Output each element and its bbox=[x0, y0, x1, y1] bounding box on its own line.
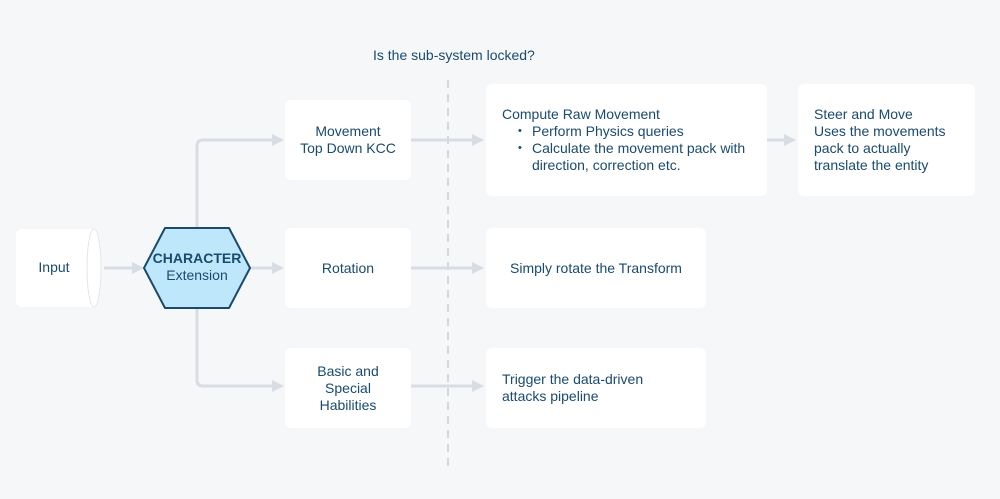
rotation-label: Rotation bbox=[321, 259, 375, 276]
steer-line3: translate the entity bbox=[814, 157, 929, 173]
compute-title: Compute Raw Movement bbox=[502, 106, 660, 122]
compute-node: Compute Raw Movement Perform Physics que… bbox=[486, 84, 767, 196]
rotation-node: Rotation bbox=[285, 228, 411, 308]
input-cylinder bbox=[16, 228, 102, 308]
trigger-node: Trigger the data-driven attacks pipeline bbox=[486, 348, 706, 428]
compute-bullet-1-line1: Perform Physics queries bbox=[532, 123, 684, 139]
character-title: CHARACTER bbox=[152, 250, 242, 266]
abilities-node: Basic and Special Habilities bbox=[285, 348, 411, 428]
compute-bullets: Perform Physics queries Calculate the mo… bbox=[502, 123, 753, 174]
rotate-label: Simply rotate the Transform bbox=[510, 259, 682, 276]
character-subtitle: Extension bbox=[166, 267, 228, 283]
trigger-line1: Trigger the data-driven bbox=[502, 371, 644, 387]
compute-bullet-2: Calculate the movement pack with directi… bbox=[502, 140, 753, 174]
character-label: CHARACTER Extension bbox=[146, 250, 248, 284]
abilities-line1: Basic and bbox=[317, 362, 379, 379]
abilities-line3: Habilities bbox=[319, 396, 377, 413]
lock-question-label: Is the sub-system locked? bbox=[373, 47, 535, 63]
character-hexagon bbox=[143, 227, 251, 309]
movement-line2: Top Down KCC bbox=[300, 140, 396, 156]
steer-line1: Uses the movements bbox=[814, 123, 946, 139]
steer-node: Steer and Move Uses the movements pack t… bbox=[798, 84, 975, 196]
input-label: Input bbox=[38, 259, 70, 275]
arrow-character-to-movement bbox=[195, 134, 284, 228]
steer-title: Steer and Move bbox=[814, 106, 913, 122]
compute-bullet-2-line1: Calculate the movement pack with bbox=[532, 140, 746, 156]
rotate-node: Simply rotate the Transform bbox=[486, 228, 706, 308]
movement-node: Movement Top Down KCC bbox=[285, 100, 411, 180]
steer-line2: pack to actually bbox=[814, 140, 911, 156]
movement-line1: Movement bbox=[315, 123, 381, 139]
trigger-line2: attacks pipeline bbox=[502, 388, 599, 404]
abilities-line2: Special bbox=[325, 379, 371, 396]
compute-bullet-1: Perform Physics queries bbox=[502, 123, 753, 140]
compute-bullet-2-line2: direction, correction etc. bbox=[532, 157, 681, 173]
arrow-character-to-abilities bbox=[195, 308, 284, 392]
